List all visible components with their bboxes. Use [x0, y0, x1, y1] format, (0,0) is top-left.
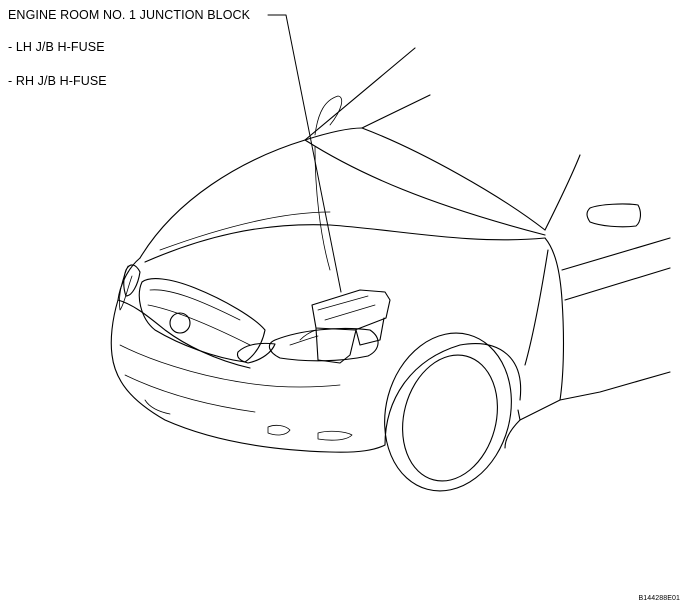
headlight-left	[123, 264, 141, 297]
callout-item-lh-fuse: - LH J/B H-FUSE	[8, 40, 105, 54]
callout-leader-line	[267, 14, 342, 293]
front-wheel	[384, 332, 522, 492]
fender-body-side	[504, 154, 671, 449]
figure-code: B144288E01	[638, 595, 680, 602]
side-mirror	[586, 203, 641, 228]
callout-item-rh-fuse: - RH J/B H-FUSE	[8, 74, 107, 88]
emblem-icon	[169, 312, 191, 334]
windshield-outline	[304, 47, 431, 141]
hood-outline	[139, 127, 546, 271]
junction-block	[289, 289, 391, 364]
front-bumper	[110, 257, 386, 453]
callout-title: ENGINE ROOM NO. 1 JUNCTION BLOCK	[8, 8, 251, 22]
fog-lights	[144, 399, 353, 441]
front-grille	[138, 278, 266, 363]
